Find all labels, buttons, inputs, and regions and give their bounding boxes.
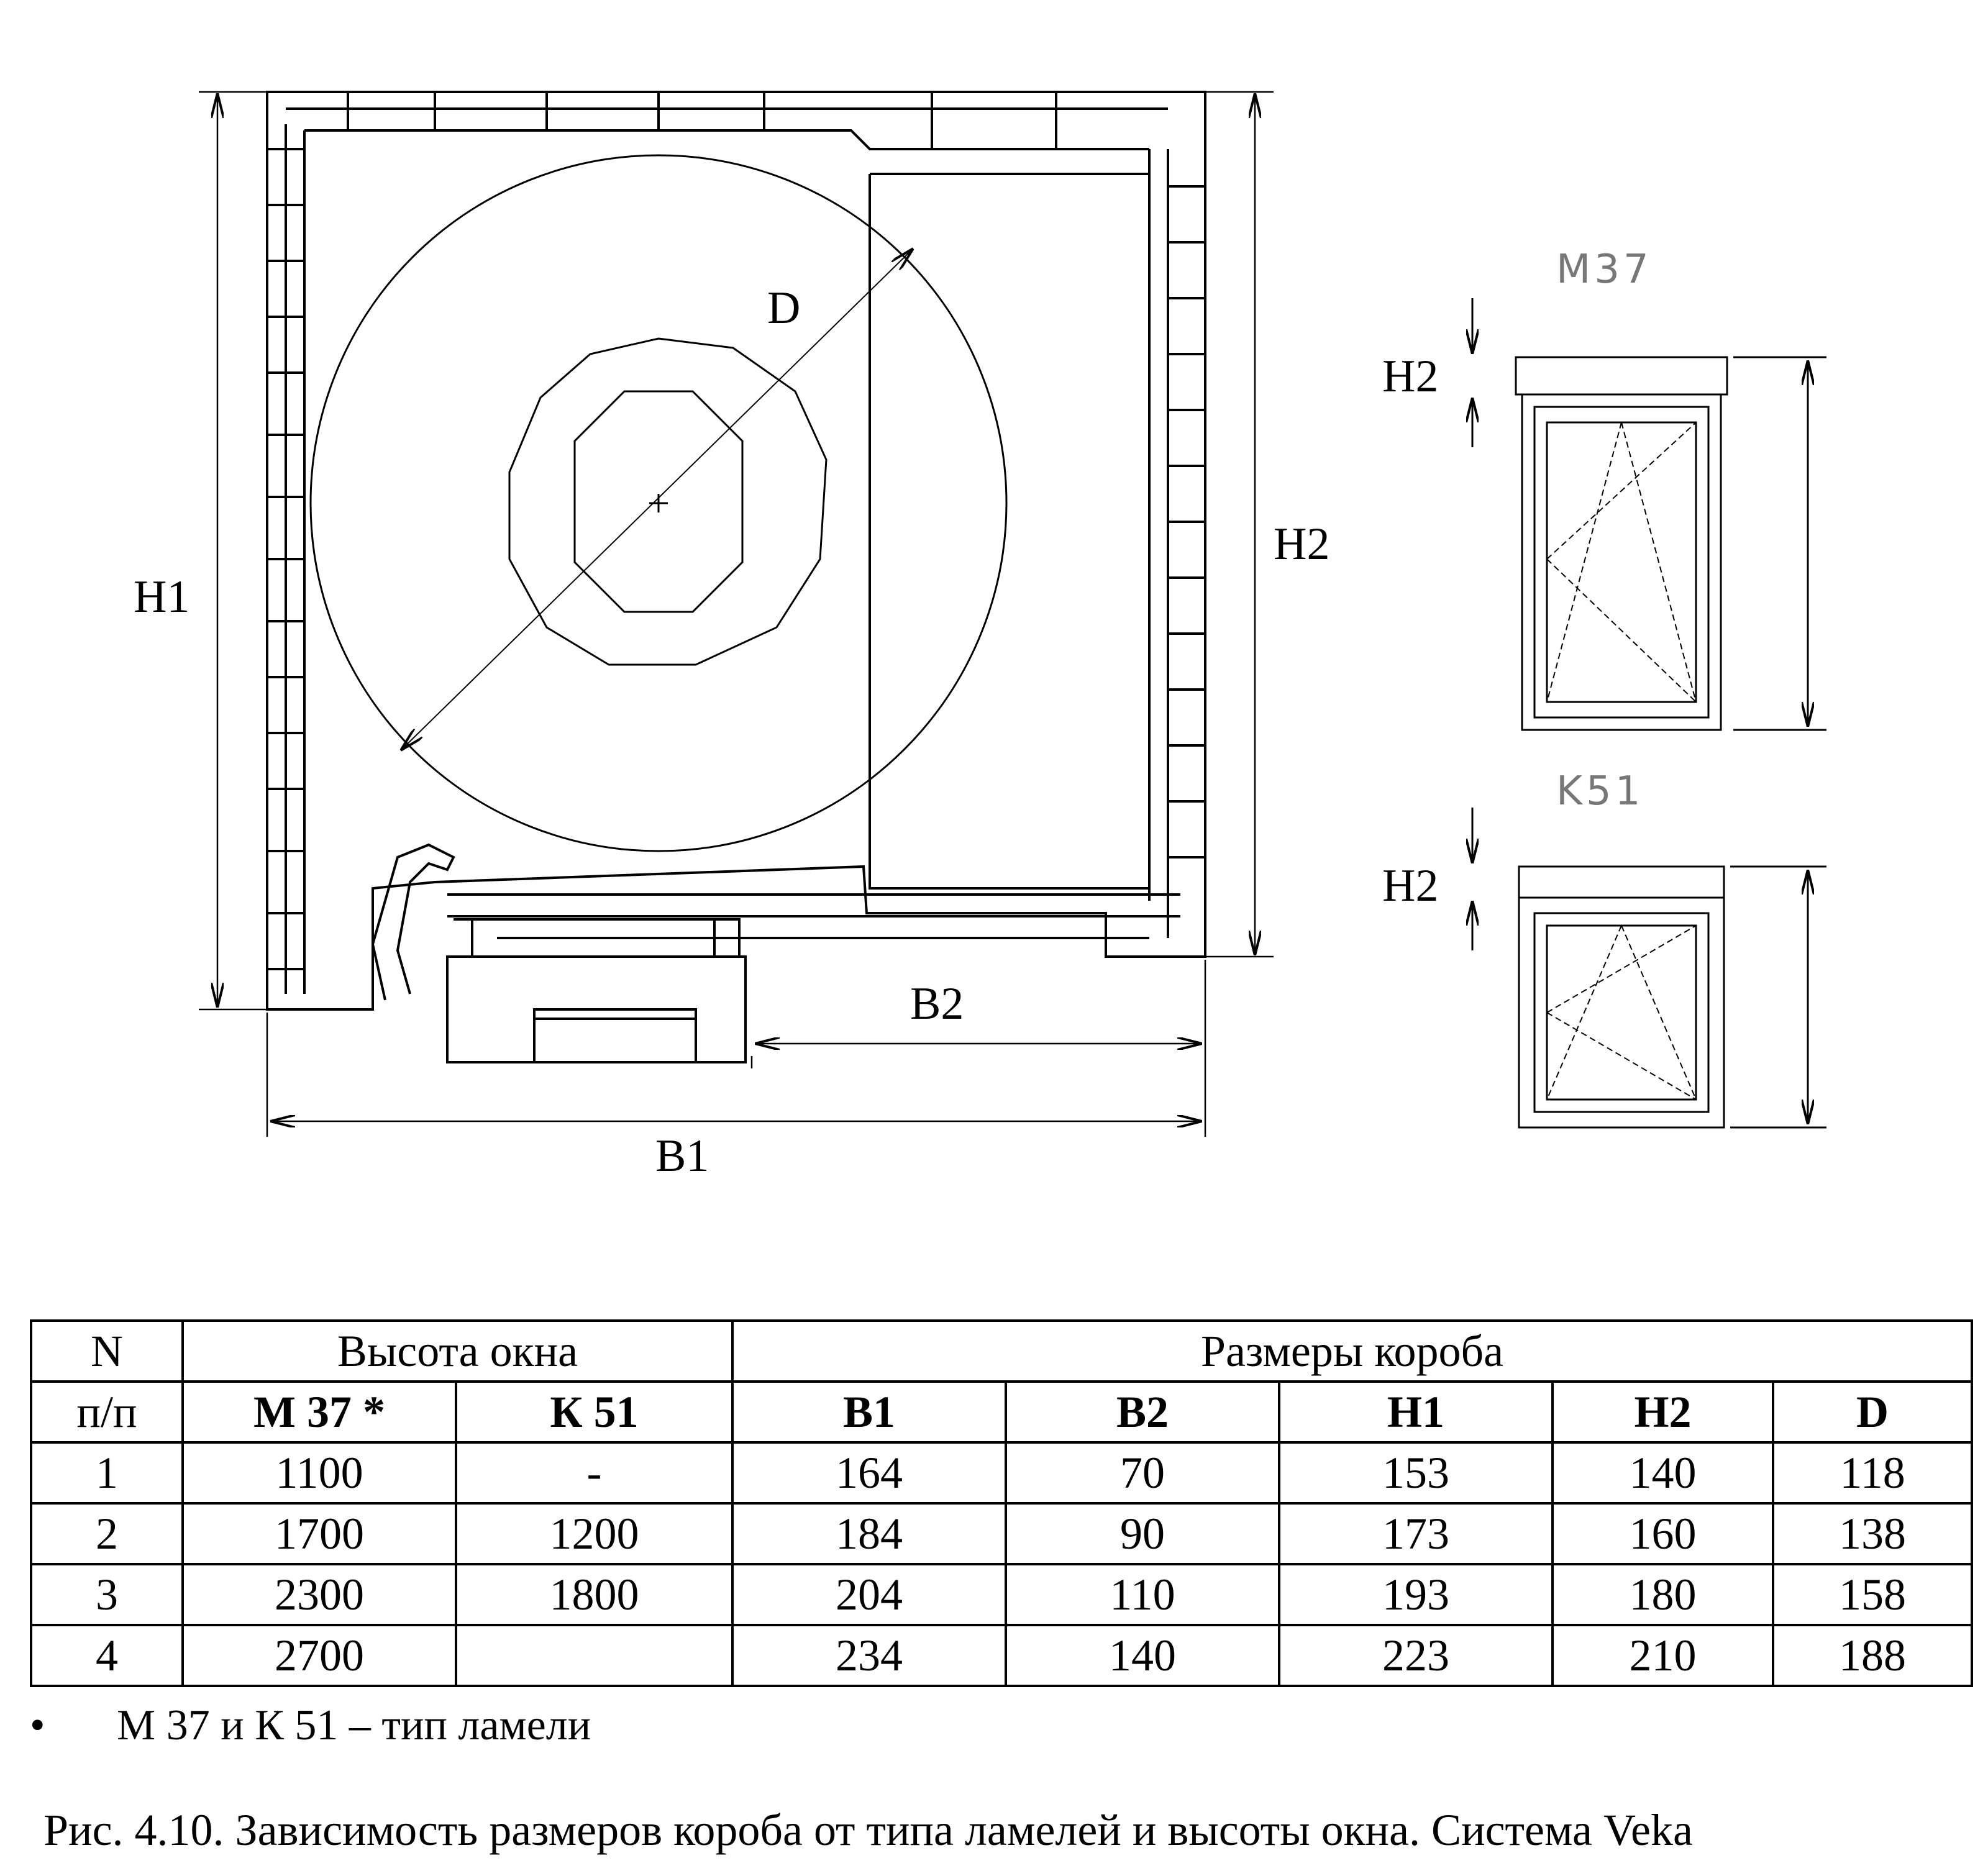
label-d: D bbox=[767, 283, 800, 334]
header-h2: H2 bbox=[1551, 1380, 1774, 1444]
header-m37: М 37 * bbox=[181, 1380, 457, 1444]
table-row: 1 1100 - 164 70 153 140 118 bbox=[30, 1441, 1974, 1505]
header-b2: B2 bbox=[1005, 1380, 1280, 1444]
roller-box-drawing: D H1 H2 B2 B1 M37 H2 K51 H2 bbox=[134, 91, 1826, 1182]
footnote-text: М 37 и К 51 – тип ламели bbox=[117, 1701, 591, 1749]
label-b1: B1 bbox=[655, 1131, 709, 1182]
window-view-m37 bbox=[1472, 298, 1826, 731]
roll-middle-polygon bbox=[508, 337, 828, 666]
roll-drum bbox=[309, 154, 1008, 852]
header-window-height: Высота окна bbox=[181, 1319, 734, 1383]
roll-outer-circle bbox=[309, 154, 1008, 852]
figure-caption: Рис. 4.10. Зависимость размеров короба о… bbox=[43, 1805, 1693, 1855]
label-h1: H1 bbox=[134, 571, 189, 622]
dimension-lines bbox=[199, 91, 1274, 1137]
label-b2: B2 bbox=[910, 978, 964, 1029]
header-h1: H1 bbox=[1278, 1380, 1554, 1444]
box-size-table: N Высота окна Размеры короба п/п М 37 * … bbox=[30, 1319, 1974, 1687]
header-pp: п/п bbox=[30, 1380, 184, 1444]
table-header-row-2: п/п М 37 * К 51 B1 B2 H1 H2 D bbox=[30, 1380, 1974, 1444]
table-row: 2 1700 1200 184 90 173 160 138 bbox=[30, 1502, 1974, 1565]
label-h2-m37: H2 bbox=[1382, 351, 1438, 402]
header-n: N bbox=[30, 1319, 184, 1383]
header-b1: B1 bbox=[731, 1380, 1007, 1444]
label-h2-k51: H2 bbox=[1382, 860, 1438, 911]
bullet: • bbox=[30, 1701, 45, 1749]
box-profile bbox=[266, 91, 1206, 1063]
diameter-line bbox=[401, 248, 913, 750]
table-row: 4 2700 234 140 223 210 188 bbox=[30, 1624, 1974, 1687]
label-m37: M37 bbox=[1556, 247, 1653, 293]
header-k51: К 51 bbox=[455, 1380, 734, 1444]
table-row: 3 2300 1800 204 110 193 180 158 bbox=[30, 1563, 1974, 1626]
footnote: • М 37 и К 51 – тип ламели bbox=[30, 1701, 591, 1751]
label-k51: K51 bbox=[1556, 768, 1644, 814]
window-view-k51 bbox=[1472, 808, 1826, 1129]
header-d: D bbox=[1771, 1380, 1974, 1444]
label-h2: H2 bbox=[1274, 519, 1329, 570]
table-header-row-1: N Высота окна Размеры короба bbox=[30, 1319, 1974, 1383]
header-box-sizes: Размеры короба bbox=[731, 1319, 1974, 1383]
